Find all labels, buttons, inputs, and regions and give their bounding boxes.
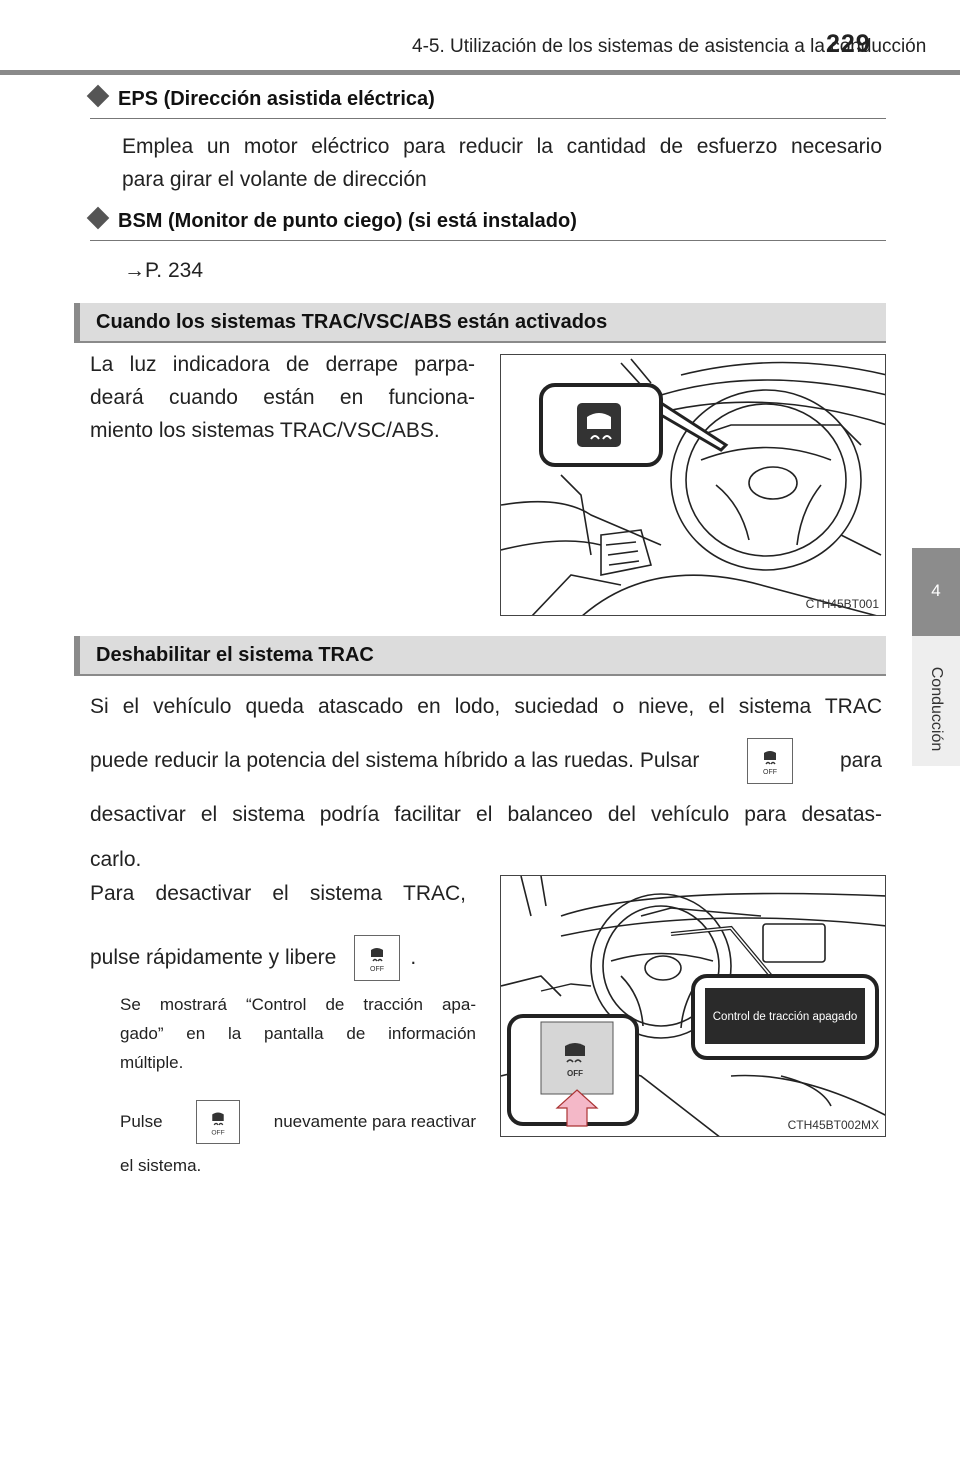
trac-disable-body: Si el vehículo queda atascado en lodo, s… (90, 695, 882, 871)
diamond-bullet-icon (86, 84, 110, 108)
bsm-rule (90, 240, 886, 241)
svg-text:OFF: OFF (370, 966, 384, 973)
trac-off-button-icon: OFF (746, 738, 793, 784)
figure-code: CTH45BT001 (805, 597, 879, 611)
trac-off-button-icon: OFF (354, 935, 401, 981)
dashboard-figure-2: Control de tracción apagado OFF CTH45BT0… (500, 875, 886, 1137)
chapter-side-bar (912, 636, 960, 766)
svg-text:OFF: OFF (567, 1069, 583, 1078)
svg-text:OFF: OFF (211, 1129, 224, 1136)
chapter-number: 4 (931, 581, 941, 600)
trac-reactivate-note: Pulse OFF nuevamente para reactivar el s… (120, 1100, 476, 1188)
bsm-heading: BSM (Monitor de punto ciego) (si está in… (86, 206, 577, 233)
band-rule (74, 341, 886, 343)
eps-rule (90, 118, 886, 119)
svg-text:OFF: OFF (763, 769, 777, 776)
band-rule (74, 674, 886, 676)
trac-active-body: La luz indicadora de derrape parpa- dear… (90, 353, 475, 442)
trac-disable-heading: Deshabilitar el sistema TRAC (74, 636, 886, 674)
bsm-page-link[interactable]: →P. 234 (124, 259, 204, 282)
chapter-label: Conducción (928, 666, 945, 752)
dashboard-figure-1: CTH45BT001 (500, 354, 886, 616)
section-header: 4-5. Utilización de los sistemas de asis… (412, 36, 927, 57)
figure-code: CTH45BT002MX (787, 1118, 879, 1132)
trac-note: Se mostrará “Control de tracción apa- ga… (120, 995, 476, 1072)
header-rule (0, 70, 960, 75)
dashboard-illustration: Control de tracción apagado OFF (501, 876, 885, 1136)
dashboard-illustration (501, 358, 885, 615)
eps-heading: EPS (Dirección asistida eléctrica) (86, 84, 435, 111)
eps-body: Emplea un motor eléctrico para reducir l… (122, 135, 882, 191)
trac-disable-instructions: Para desactivar el sistema TRAC, pulse r… (90, 862, 466, 990)
chapter-tab[interactable]: 4 (912, 548, 960, 636)
page-number: 229 (826, 30, 871, 58)
display-message: Control de tracción apagado (713, 1011, 858, 1023)
trac-active-heading: Cuando los sistemas TRAC/VSC/ABS están a… (74, 303, 886, 341)
diamond-bullet-icon (86, 206, 110, 230)
trac-off-button-icon: OFF (196, 1100, 241, 1144)
